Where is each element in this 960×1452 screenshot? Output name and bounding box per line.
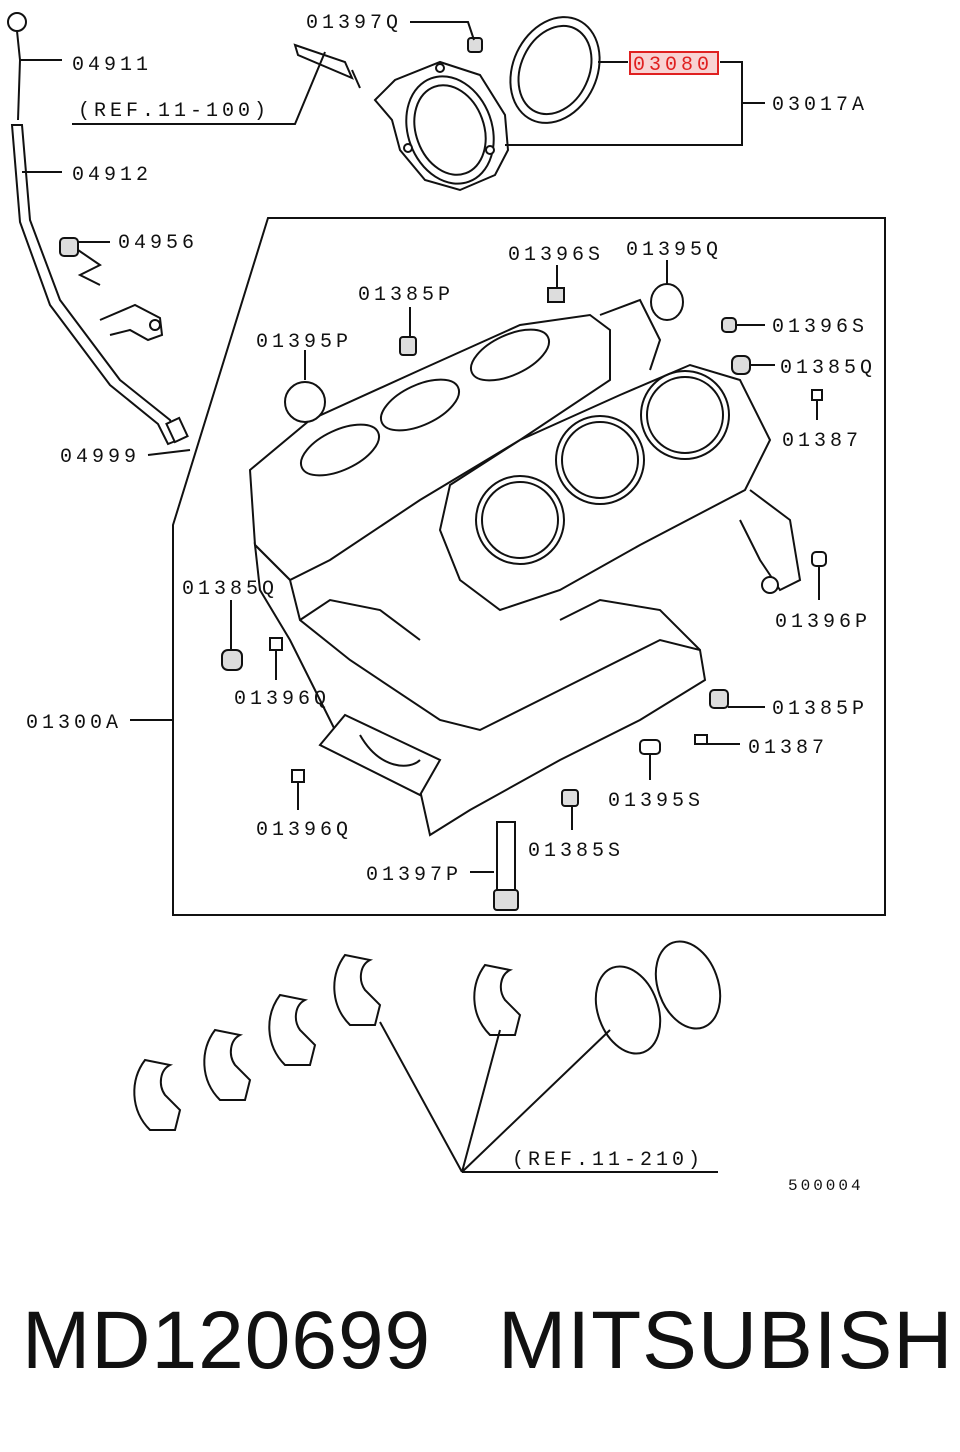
bearings-illustration [133, 940, 722, 1131]
label-04912[interactable]: 04912 [72, 164, 152, 187]
label-01387-bottom[interactable]: 01387 [748, 737, 828, 760]
label-01397Q[interactable]: 01397Q [306, 12, 402, 35]
label-01385P-bottom[interactable]: 01385P [772, 698, 868, 721]
label-01385S[interactable]: 01385S [528, 840, 624, 863]
label-01385Q-left[interactable]: 01385Q [182, 578, 278, 601]
label-01385P-top[interactable]: 01385P [358, 284, 454, 307]
rear-seal-illustration [293, 16, 601, 192]
brand-caption: MITSUBISHI [498, 1295, 960, 1386]
label-01387-top[interactable]: 01387 [782, 430, 862, 453]
label-01385Q-right[interactable]: 01385Q [780, 357, 876, 380]
label-01300A[interactable]: 01300A [26, 712, 122, 735]
ref-11-210[interactable]: (REF.11-210) [512, 1149, 704, 1172]
label-01396S-right[interactable]: 01396S [772, 316, 868, 339]
cylinder-block-illustration [221, 283, 827, 911]
label-01396Q-mid[interactable]: 01396Q [234, 688, 330, 711]
label-01395P[interactable]: 01395P [256, 331, 352, 354]
ref-11-100[interactable]: (REF.11-100) [78, 100, 270, 123]
label-01395Q[interactable]: 01395Q [626, 239, 722, 262]
label-01396P[interactable]: 01396P [775, 611, 871, 634]
block-frame [172, 217, 886, 916]
dipstick-illustration [7, 12, 189, 446]
label-01396S-top[interactable]: 01396S [508, 244, 604, 267]
label-04911[interactable]: 04911 [72, 54, 152, 77]
label-01397P[interactable]: 01397P [366, 864, 462, 887]
leader-lines [20, 21, 820, 1173]
label-04999[interactable]: 04999 [60, 446, 140, 469]
label-03017A[interactable]: 03017A [772, 94, 868, 117]
label-04956[interactable]: 04956 [118, 232, 198, 255]
label-03080[interactable]: 03080 [633, 54, 713, 77]
highlight-box [629, 51, 719, 75]
diagram-code: 500004 [788, 1177, 864, 1195]
label-01396Q-bottom[interactable]: 01396Q [256, 819, 352, 842]
label-01395S[interactable]: 01395S [608, 790, 704, 813]
part-number-caption: MD120699 [22, 1295, 431, 1386]
